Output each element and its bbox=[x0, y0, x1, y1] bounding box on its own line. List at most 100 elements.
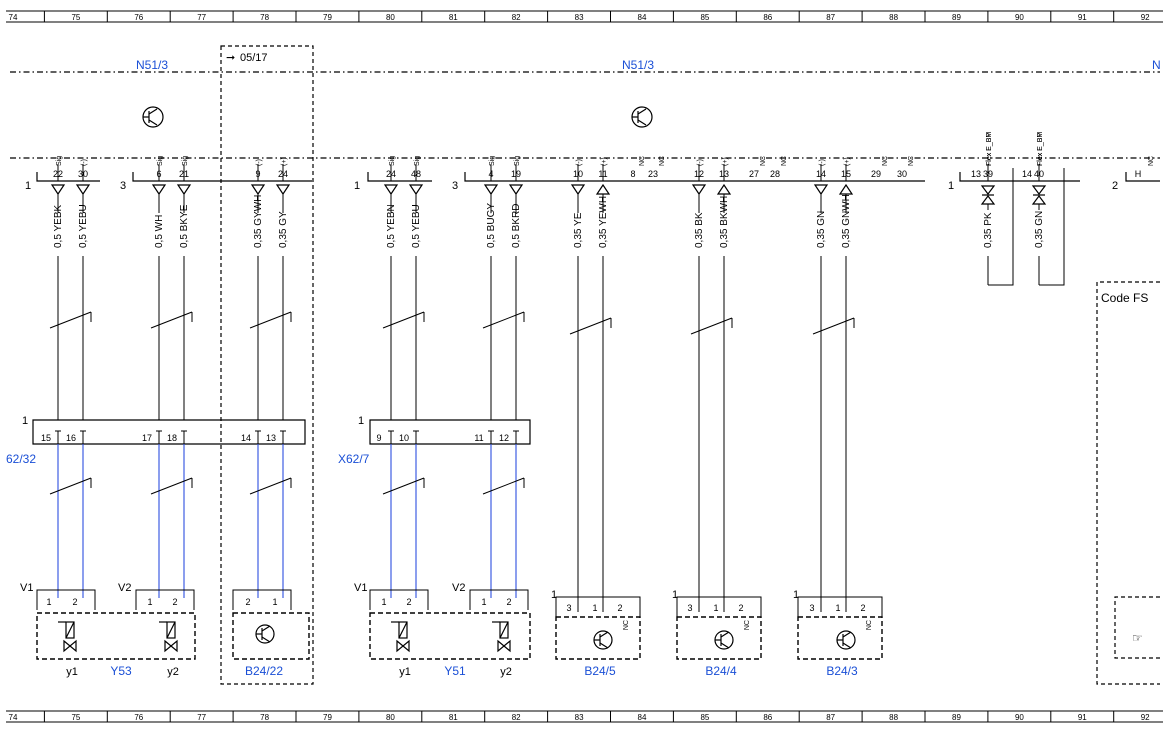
transistor-icon bbox=[714, 630, 734, 650]
shield-line bbox=[49, 477, 92, 495]
connector-number: 3 bbox=[120, 180, 126, 192]
pin-number: 1 bbox=[147, 597, 152, 607]
wire-label: 0,5 YEBU bbox=[78, 204, 89, 248]
bottom-grid-ruler bbox=[6, 710, 1163, 723]
component-label-y51: Y51 bbox=[444, 664, 466, 678]
pin-function: (+) bbox=[722, 157, 729, 166]
pin-number: 2 bbox=[406, 597, 411, 607]
wire-label: 0,5 BUGY bbox=[486, 203, 497, 248]
ruler-number: 78 bbox=[260, 13, 269, 22]
pin-function: NC bbox=[908, 156, 915, 166]
ruler-number: 80 bbox=[386, 713, 395, 722]
transistor-icon bbox=[631, 106, 653, 128]
shield-line bbox=[382, 477, 425, 495]
pin-function: Flex E_BM bbox=[986, 132, 993, 166]
pin-function: (+) bbox=[281, 157, 288, 166]
pin-number: 11 bbox=[474, 433, 483, 443]
pin-number: 2 bbox=[617, 603, 622, 613]
version-box: ➞ 05/17 bbox=[220, 45, 314, 685]
ruler-number: 76 bbox=[134, 13, 143, 22]
top-grid-ruler bbox=[6, 10, 1163, 23]
pin-function: Sig bbox=[514, 156, 521, 166]
pin-number: 2 bbox=[738, 603, 743, 613]
pin-number: 30 bbox=[897, 169, 907, 179]
ruler-number: 76 bbox=[134, 713, 143, 722]
pin-function: NC bbox=[623, 620, 630, 630]
connector-number: 1 bbox=[793, 589, 799, 601]
ruler-number: 86 bbox=[763, 13, 772, 22]
wire: 10(-)0,35 YE bbox=[570, 159, 586, 612]
connector-number: 1 bbox=[354, 180, 360, 192]
pin-number: 14 bbox=[1022, 169, 1032, 179]
connector-header-bars bbox=[36, 172, 1160, 182]
valve-icon bbox=[492, 621, 511, 653]
ruler-number: 78 bbox=[260, 713, 269, 722]
ruler-number: 87 bbox=[826, 13, 835, 22]
pin-number: 10 bbox=[399, 433, 409, 443]
b24-4-box bbox=[676, 616, 762, 660]
pin-function: Sig bbox=[414, 156, 421, 166]
shield-line bbox=[482, 477, 525, 495]
wire-label: 0,35 GYWH bbox=[253, 195, 264, 248]
connector-label-x62-7: X62/7 bbox=[338, 452, 370, 466]
ruler-number: 91 bbox=[1078, 13, 1087, 22]
valve-icon bbox=[159, 621, 178, 653]
pin-number: 2 bbox=[506, 597, 511, 607]
wire: 12(-)0,35 BK bbox=[691, 159, 707, 612]
pin-number: 9 bbox=[376, 433, 381, 443]
pin-number: 1 bbox=[46, 597, 51, 607]
wire-label: 0,5 YEBU bbox=[411, 204, 422, 248]
pin-number: 3 bbox=[566, 603, 571, 613]
component-label-b24-4: B24/4 bbox=[705, 664, 737, 678]
pin-number: 1 bbox=[481, 597, 486, 607]
ruler-number: 77 bbox=[197, 13, 206, 22]
pin-number: 12 bbox=[499, 433, 509, 443]
connector-number: 1 bbox=[672, 589, 678, 601]
ruler-number: 79 bbox=[323, 713, 332, 722]
ruler-number: 79 bbox=[323, 13, 332, 22]
pin-function: NC bbox=[760, 156, 767, 166]
ruler-number: 77 bbox=[197, 713, 206, 722]
ruler-number: 90 bbox=[1015, 13, 1024, 22]
version-note: 05/17 bbox=[240, 52, 268, 64]
ruler-number: 80 bbox=[386, 13, 395, 22]
module-label-left: N51/3 bbox=[136, 58, 168, 72]
module-label-right: N bbox=[1152, 58, 1161, 72]
valve-icon bbox=[58, 621, 77, 653]
ruler-numbers: 7474757576767777787879798080818182828383… bbox=[9, 13, 1151, 722]
component-label-y53: Y53 bbox=[110, 664, 132, 678]
ruler-number: 89 bbox=[952, 713, 961, 722]
pin-number: 2 bbox=[245, 597, 250, 607]
pin-number: 16 bbox=[66, 433, 76, 443]
pointing-hand-icon: ☞ bbox=[1132, 631, 1143, 645]
component-label-b24-5: B24/5 bbox=[584, 664, 616, 678]
ruler-number: 92 bbox=[1141, 713, 1150, 722]
ruler-number: 91 bbox=[1078, 713, 1087, 722]
pin-number: 14 bbox=[241, 433, 251, 443]
ruler-number: 88 bbox=[889, 713, 898, 722]
connector-number: 3 bbox=[452, 180, 458, 192]
ruler-number: 74 bbox=[9, 13, 18, 22]
b24-22-box bbox=[232, 612, 310, 660]
shield-line bbox=[812, 317, 855, 335]
wire: 15(+)0,35 GNWH bbox=[838, 157, 854, 612]
wire-label: 0,35 GY bbox=[278, 211, 289, 248]
pin-number: 27 bbox=[749, 169, 759, 179]
pin-number: 28 bbox=[770, 169, 780, 179]
wire-label: 0,5 BKYE bbox=[179, 204, 190, 248]
pin-number: 2 bbox=[72, 597, 77, 607]
ruler-number: 92 bbox=[1141, 13, 1150, 22]
y53-box bbox=[36, 612, 196, 660]
shield-line bbox=[569, 317, 612, 335]
pin-number: 13 bbox=[266, 433, 276, 443]
wire-label: 0,5 YEBN bbox=[386, 204, 397, 248]
ruler-number: 85 bbox=[700, 713, 709, 722]
pin-number: 2 bbox=[860, 603, 865, 613]
